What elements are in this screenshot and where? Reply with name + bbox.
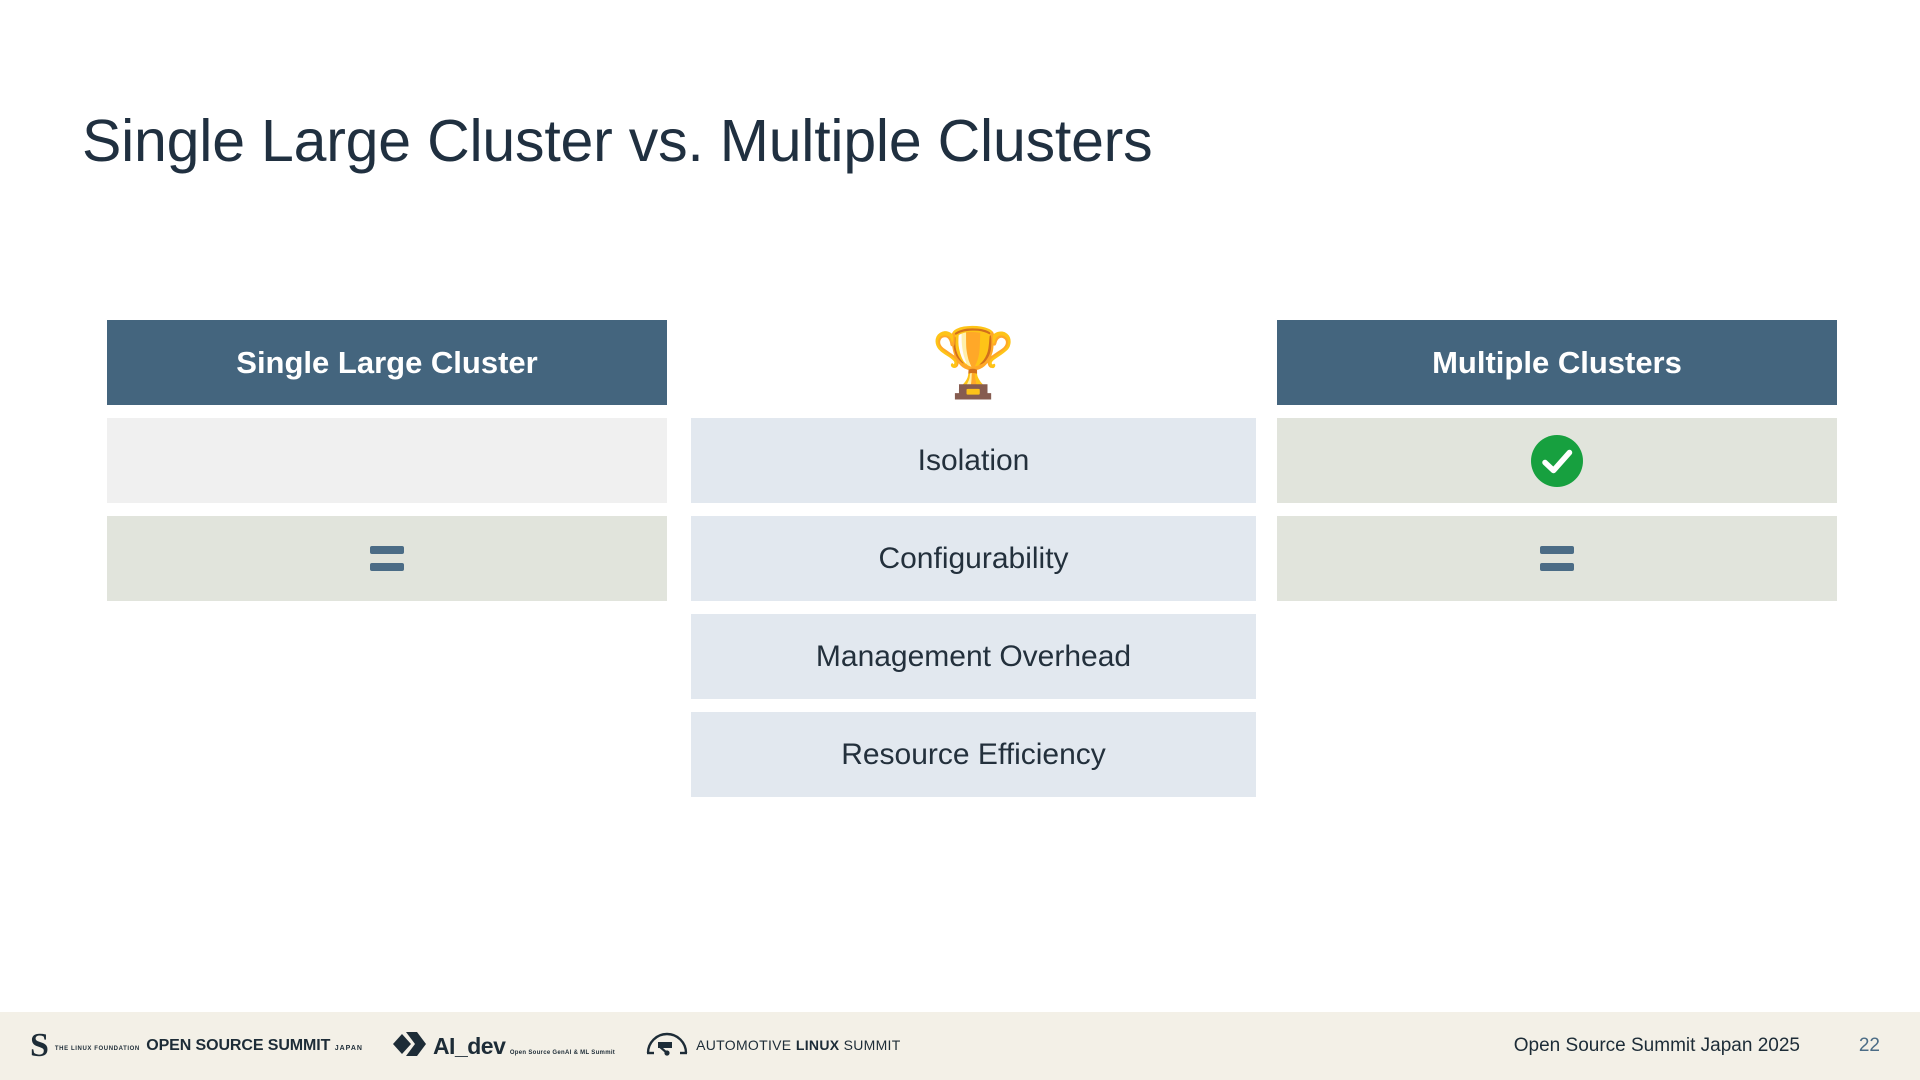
logo-automotive-linux-summit: AUTOMOTIVE LINUX SUMMIT — [645, 1031, 900, 1062]
automotive-logo-text: AUTOMOTIVE LINUX SUMMIT — [696, 1037, 900, 1054]
logo-ai-dev: AI_dev Open Source GenAI & ML Summit — [392, 1030, 615, 1063]
criteria-row-resource-efficiency: Resource Efficiency — [691, 712, 1256, 797]
automotive-summit-word: SUMMIT — [839, 1037, 901, 1054]
footer-right: Open Source Summit Japan 2025 22 — [1514, 1035, 1880, 1057]
criteria-label: Configurability — [878, 541, 1069, 575]
automotive-line1: AUTOMOTIVE — [696, 1037, 792, 1054]
column-header-right: Multiple Clusters — [1277, 320, 1837, 405]
left-cell-configurability — [107, 516, 667, 601]
oss-logo-text: THE LINUX FOUNDATION OPEN SOURCE SUMMIT … — [54, 1036, 363, 1055]
footer-logos: S THE LINUX FOUNDATION OPEN SOURCE SUMMI… — [30, 1029, 901, 1063]
left-cell-isolation — [107, 418, 667, 503]
oss-main-text: OPEN SOURCE SUMMIT — [146, 1036, 331, 1054]
footer: S THE LINUX FOUNDATION OPEN SOURCE SUMMI… — [0, 1012, 1920, 1080]
criteria-label: Isolation — [917, 443, 1030, 477]
criteria-row-management-overhead: Management Overhead — [691, 614, 1256, 699]
ai-dev-main-text: AI_dev — [432, 1032, 506, 1059]
award-header-cell: 🏆 — [691, 320, 1256, 405]
equals-mark-icon — [1540, 546, 1574, 571]
criteria-row-configurability: Configurability — [691, 516, 1256, 601]
right-cell-configurability — [1277, 516, 1837, 601]
column-multiple-clusters: Multiple Clusters — [1277, 320, 1837, 614]
automotive-line2: LINUX SUMMIT — [796, 1037, 901, 1053]
column-criteria: 🏆 Isolation Configurability Management O… — [691, 320, 1256, 810]
ai-dev-arrow-icon — [392, 1030, 427, 1063]
page-number: 22 — [1858, 1035, 1880, 1056]
page-title: Single Large Cluster vs. Multiple Cluste… — [82, 108, 1153, 174]
speedometer-icon — [645, 1031, 689, 1062]
footer-event-name: Open Source Summit Japan 2025 — [1513, 1035, 1800, 1056]
automotive-linux-word: LINUX — [795, 1037, 840, 1054]
ai-dev-sub-text: Open Source GenAI & ML Summit — [509, 1049, 616, 1056]
trophy-icon: 🏆 — [931, 324, 1016, 401]
column-single-large-cluster: Single Large Cluster — [107, 320, 667, 614]
column-header-left-label: Single Large Cluster — [236, 344, 538, 380]
criteria-row-isolation: Isolation — [691, 418, 1256, 503]
column-header-right-label: Multiple Clusters — [1432, 344, 1682, 380]
check-mark-icon — [1531, 434, 1583, 487]
ai-dev-logo-text: AI_dev Open Source GenAI & ML Summit — [433, 1034, 615, 1059]
criteria-label: Resource Efficiency — [841, 737, 1106, 771]
logo-open-source-summit-japan: S THE LINUX FOUNDATION OPEN SOURCE SUMMI… — [30, 1029, 363, 1063]
equals-mark-icon — [370, 546, 404, 571]
column-header-left: Single Large Cluster — [107, 320, 667, 405]
right-cell-isolation — [1277, 418, 1837, 503]
criteria-label: Management Overhead — [815, 639, 1132, 673]
comparison-table: Single Large Cluster 🏆 Isolation Configu… — [0, 320, 1920, 820]
linux-foundation-tagline: THE LINUX FOUNDATION — [54, 1045, 140, 1052]
oss-s-mark-icon: S — [30, 1027, 49, 1064]
oss-sub-text: JAPAN — [334, 1044, 363, 1052]
